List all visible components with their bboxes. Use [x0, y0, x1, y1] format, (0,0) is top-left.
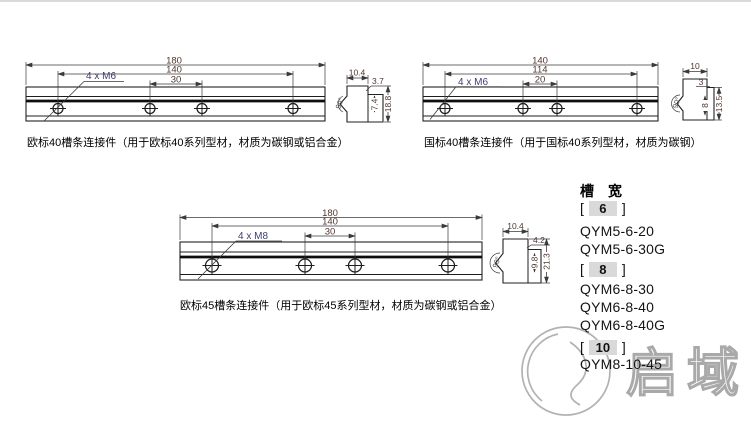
eu45-bar-drawing: 180 140 30 4 x M8 [179, 208, 483, 281]
eu40-section-angle: 90° [334, 96, 346, 110]
gb40-dim-pitch: 20 [535, 75, 546, 86]
gb40-dim-total: 140 [532, 56, 548, 67]
eu40-dim-pitch: 30 [171, 75, 182, 86]
slot-width-group-8: [8] [580, 261, 626, 277]
model-item: QYM8-10-45 [580, 356, 663, 372]
gb40-section: 90° 10 3 8 13.5 [671, 61, 724, 121]
gb40-holes [437, 100, 645, 117]
eu45-hole-label: 4 x M8 [238, 231, 268, 242]
slot-width-value: 10 [588, 340, 617, 355]
bracket-close: ] [621, 200, 626, 216]
gb40-bar-drawing: 140 114 20 4 x M6 [422, 56, 659, 122]
gb40-section-top-width: 10 [690, 61, 700, 71]
bracket-close: ] [621, 339, 626, 355]
eu40-section-top-width: 10.4 [349, 68, 366, 78]
eu45-section-angle: 90° [491, 255, 503, 269]
eu40-bar-drawing: 180 140 30 4 x M6 [25, 56, 326, 122]
watermark-brand-text: 启域 [625, 344, 749, 403]
bracket-open: [ [580, 339, 584, 355]
gb40-caption: 国标40槽条连接件（用于国标40系列型材，材质为碳钢） [424, 137, 702, 149]
eu45-caption: 欧标45槽条连接件（用于欧标45系列型材，材质为碳钢或铝合金） [180, 300, 502, 312]
gb40-section-inner: 8 [700, 103, 710, 108]
eu45-dim-total: 180 [322, 208, 338, 219]
slot-width-header: 槽 宽 [580, 183, 622, 199]
eu45-section: 90° 10.4 4.2 9.8 21.3 [489, 221, 552, 284]
gb40-section-thickness: 3 [699, 77, 704, 87]
watermark-logo [521, 326, 611, 416]
model-item: QYM6-8-30 [580, 281, 655, 297]
model-item: QYM5-6-20 [580, 223, 655, 239]
eu45-section-top-width: 10.4 [507, 221, 524, 231]
eu45-dim-pitch: 30 [325, 227, 336, 238]
eu40-section-inner: 7.4 [370, 98, 380, 110]
bracket-open: [ [580, 261, 584, 277]
watermark-crescent [526, 333, 559, 402]
slot-width-group-10: [10] [580, 339, 626, 355]
eu40-caption: 欧标40槽条连接件（用于欧标40系列型材，材质为碳钢或铝合金） [27, 137, 349, 149]
slot-width-group-6: [6] [580, 200, 626, 216]
eu45-section-inner: 9.8 [530, 256, 540, 268]
gb40-hole-label: 4 x M6 [458, 77, 488, 88]
gb40-dim-span: 114 [532, 65, 547, 76]
bracket-close: ] [621, 261, 626, 277]
slot-width-value: 8 [588, 262, 617, 277]
eu40-section-height: 18.8 [383, 95, 393, 112]
eu40-holes [50, 100, 301, 117]
eu40-section: 90° 10.4 3.7 7.4 18.8 [334, 68, 393, 123]
gb40-section-angle: 90° [671, 96, 683, 110]
product-list: 槽 宽 [6] QYM5-6-20 QYM5-6-30G [8] QYM6-8-… [578, 176, 751, 386]
eu40-section-thickness: 3.7 [372, 76, 384, 86]
watermark-circle [521, 326, 611, 416]
model-item: QYM5-6-30G [580, 241, 666, 257]
watermark-tail [569, 341, 587, 406]
eu40-dim-span: 140 [166, 65, 182, 76]
eu40-hole-label: 4 x M6 [86, 71, 116, 82]
eu45-section-thickness: 4.2 [533, 235, 545, 245]
bracket-open: [ [580, 200, 584, 216]
eu40-dim-total: 180 [166, 56, 182, 67]
eu45-dim-span: 140 [322, 217, 338, 228]
slot-width-value: 6 [588, 201, 617, 216]
eu45-section-height: 21.3 [542, 253, 552, 270]
model-item: QYM6-8-40G [580, 317, 666, 333]
model-item: QYM6-8-40 [580, 299, 655, 315]
gb40-section-height: 13.5 [714, 95, 724, 112]
